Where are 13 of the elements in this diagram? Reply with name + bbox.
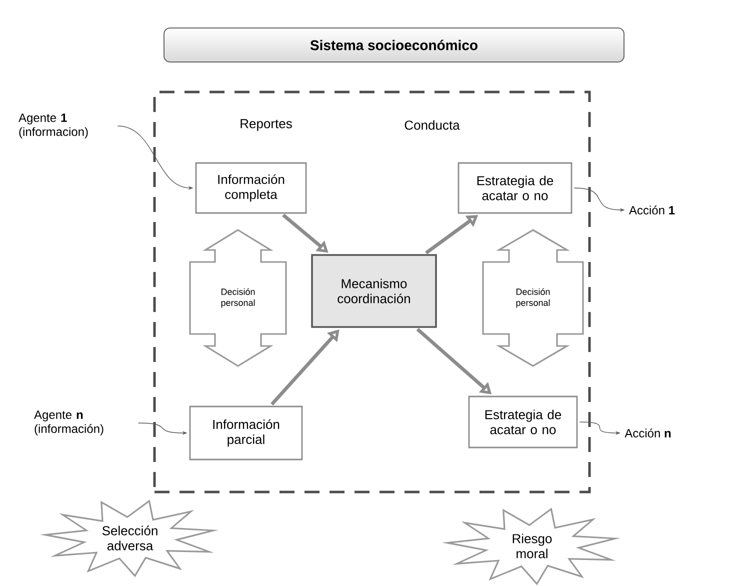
process-box: Mecanismo coordinación [311,254,437,328]
process-box: Estrategia de acatar o no [468,396,578,448]
process-box: Estrategia de acatar o no [458,162,572,214]
action-label: Acción n [624,428,671,438]
title-box: Sistema socioeconómico [164,28,624,62]
section-heading: Conducta [404,120,460,130]
process-box: Información completa [195,162,307,214]
process-box: Información parcial [189,406,303,460]
dashed-frame [153,90,591,494]
action-label: Acción 1 [629,206,675,214]
agent-label: Agente n (información) [34,410,104,436]
section-heading: Reportes [240,119,292,131]
agent-label: Agente 1 (informacion) [18,114,88,138]
